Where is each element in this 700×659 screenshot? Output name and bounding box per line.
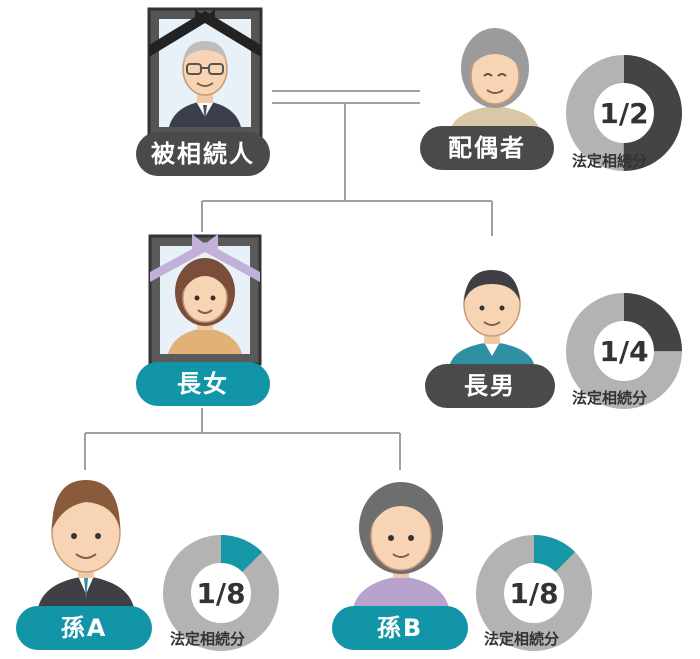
spouse-share-caption: 法定相続分 xyxy=(572,152,648,170)
eldest-son-share-caption: 法定相続分 xyxy=(572,389,648,407)
elderly-woman-icon xyxy=(450,28,540,130)
grandchild-b-label: 孫B xyxy=(332,606,468,650)
grandchild-a-share-caption: 法定相続分 xyxy=(170,630,246,648)
eldest-son-share-value: 1/4 xyxy=(599,335,648,368)
spouse-share-value: 1/2 xyxy=(599,97,648,130)
eldest-son-share-segment xyxy=(566,293,682,409)
woman-icon xyxy=(353,482,449,608)
grandchild-a-share-value: 1/8 xyxy=(196,577,245,610)
grandchild-b-share-caption: 法定相続分 xyxy=(484,630,560,648)
eldest-daughter-label: 長女 xyxy=(136,362,270,406)
elderly-man-portrait-mourning-frame-icon xyxy=(147,7,263,139)
woman-portrait-mourning-frame-icon xyxy=(148,234,262,366)
grandchild-a-label: 孫A xyxy=(16,606,152,650)
grandchild-a-share-pie: 1/8 xyxy=(163,535,279,651)
eldest-son-label: 長男 xyxy=(425,364,555,408)
young-man-icon xyxy=(38,480,134,608)
grandchild-a-share-segment xyxy=(163,535,279,651)
decedent-label: 被相続人 xyxy=(136,132,270,176)
spouse-share-segment xyxy=(566,55,682,171)
grandchild-b-share-pie: 1/8 xyxy=(476,535,592,651)
grandchild-b-share-value: 1/8 xyxy=(509,577,558,610)
grandchild-b-share-segment xyxy=(476,535,592,651)
man-icon xyxy=(450,270,534,364)
spouse-share-pie: 1/2 xyxy=(566,55,682,171)
eldest-son-share-pie: 1/4 xyxy=(566,293,682,409)
spouse-label: 配偶者 xyxy=(420,126,554,170)
